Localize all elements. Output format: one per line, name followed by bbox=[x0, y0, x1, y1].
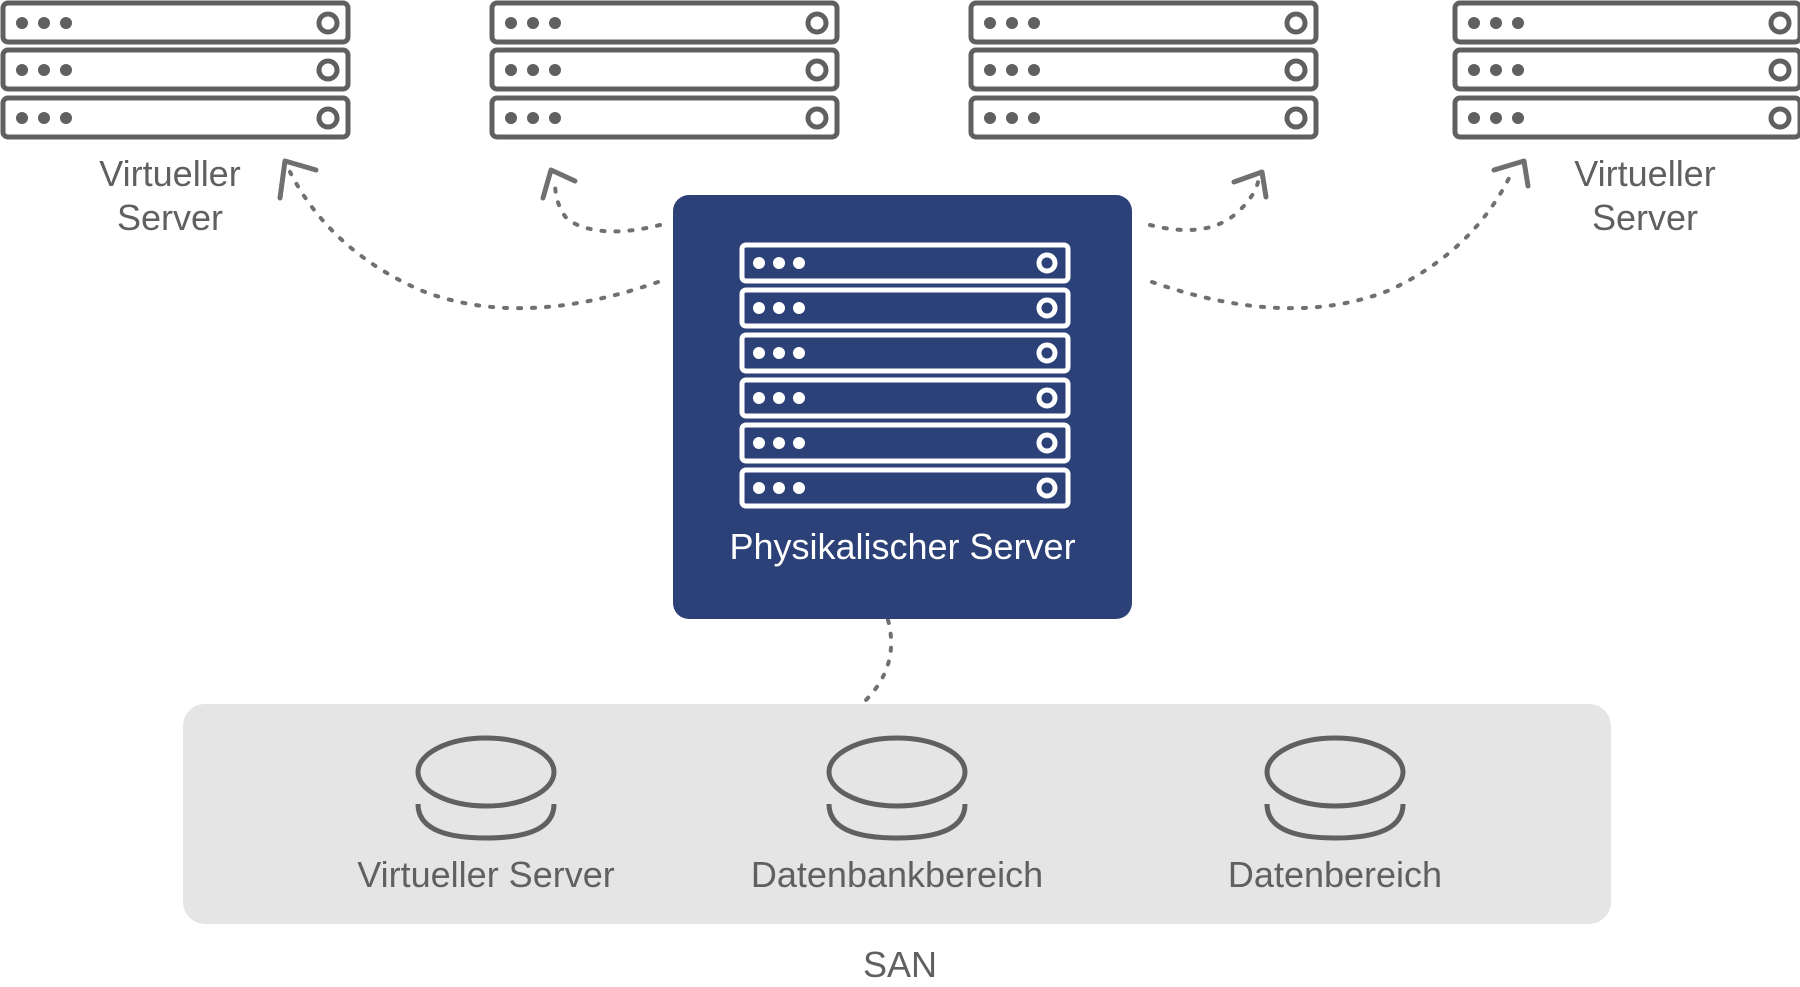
arrowhead-right bbox=[1231, 169, 1269, 200]
virtual-server-rack-icon bbox=[0, 0, 351, 140]
virtual-server-rack-icon bbox=[1452, 0, 1800, 140]
virtual-server-label-left: Virtueller Server bbox=[99, 153, 241, 238]
arrowhead-far-left bbox=[277, 158, 319, 201]
arrowhead-far-right bbox=[1491, 158, 1531, 189]
san-item-virtual-server: Virtueller Server bbox=[306, 734, 666, 897]
arrow-path-left bbox=[553, 180, 662, 234]
database-disk-icon bbox=[415, 735, 557, 841]
virtual-server-label-right: Virtueller Server bbox=[1574, 153, 1716, 238]
arrow-path-right bbox=[1148, 180, 1260, 232]
database-disk-icon bbox=[826, 735, 968, 841]
database-disk-icon bbox=[1264, 735, 1406, 841]
arrow-path-far-left bbox=[288, 170, 660, 311]
san-title: SAN bbox=[862, 944, 938, 985]
physical-server-box: Physikalischer Server bbox=[673, 195, 1132, 619]
virtual-server-rack-icon bbox=[968, 0, 1319, 140]
san-item-label: Datenbereich bbox=[1227, 854, 1443, 895]
san-item-label: Virtueller Server bbox=[357, 854, 615, 895]
arrowhead-left bbox=[540, 167, 578, 201]
physical-server-rack-icon bbox=[739, 242, 1071, 509]
san-connector bbox=[864, 618, 894, 702]
virtual-server-rack-icon bbox=[489, 0, 840, 140]
san-item-label: Datenbankbereich bbox=[750, 854, 1044, 895]
san-item-data: Datenbereich bbox=[1155, 734, 1515, 897]
san-item-database: Datenbankbereich bbox=[717, 734, 1077, 897]
san-area: Virtueller Server Datenbankbereich Daten… bbox=[183, 704, 1611, 924]
arrow-path-far-right bbox=[1150, 170, 1514, 311]
physical-server-label: Physikalischer Server bbox=[729, 526, 1076, 567]
